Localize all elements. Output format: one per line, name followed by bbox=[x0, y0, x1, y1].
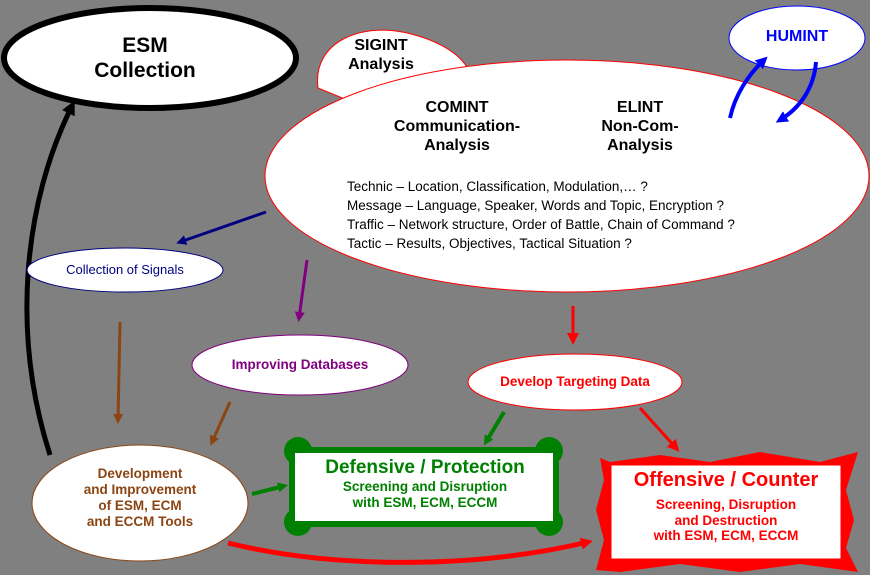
offensive-line2: and Destruction bbox=[674, 512, 778, 528]
humint-arrow-up bbox=[728, 56, 768, 119]
comint-line2: Communication- bbox=[393, 117, 521, 135]
humint-arrow-down bbox=[775, 61, 818, 123]
offensive-label: Offensive / Counter Screening, Disruptio… bbox=[612, 469, 840, 544]
arrow-databases-to-development bbox=[209, 401, 232, 446]
esm-collection-ellipse bbox=[1, 5, 299, 111]
develop-targeting-ellipse bbox=[467, 353, 683, 411]
elint-line3: Analysis bbox=[607, 136, 673, 154]
offensive-title: Offensive / Counter bbox=[633, 469, 819, 491]
elint-label: ELINT Non-Com- Analysis bbox=[585, 99, 695, 156]
analysis-line-message: Message – Language, Speaker, Words and T… bbox=[347, 198, 724, 213]
sigint-label: SIGINT Analysis bbox=[336, 37, 426, 75]
arrow-development-to-offensive bbox=[227, 537, 593, 565]
analysis-line-tactic: Tactic – Results, Objectives, Tactical S… bbox=[347, 236, 632, 251]
offensive-line1: Screening, Disruption bbox=[655, 496, 797, 512]
sigint-line2: Analysis bbox=[348, 55, 414, 73]
collection-of-signals-label: Collection of Signals bbox=[66, 262, 184, 277]
arrow-collection-to-development bbox=[113, 321, 124, 424]
collection-of-signals-ellipse bbox=[26, 247, 224, 293]
arrow-targeting-to-defensive bbox=[483, 410, 506, 446]
sigint-line1: SIGINT bbox=[354, 37, 408, 54]
comint-line1: COMINT bbox=[425, 99, 489, 116]
arrow-development-to-defensive bbox=[251, 482, 288, 496]
development-line4: and ECCM Tools bbox=[86, 513, 194, 529]
elint-line2: Non-Com- bbox=[601, 117, 679, 135]
defensive-title: Defensive / Protection bbox=[325, 457, 525, 478]
develop-targeting-label: Develop Targeting Data bbox=[500, 374, 650, 389]
offensive-box bbox=[608, 462, 844, 562]
defensive-label: Defensive / Protection Screening and Dis… bbox=[294, 457, 556, 511]
analysis-list: Technic – Location, Classification, Modu… bbox=[347, 177, 735, 253]
defensive-box-shape bbox=[284, 437, 563, 536]
elint-line1: ELINT bbox=[616, 99, 664, 116]
humint-ellipse bbox=[728, 5, 866, 71]
comint-line3: Analysis bbox=[424, 136, 490, 154]
analysis-ellipse bbox=[264, 59, 870, 293]
development-ellipse bbox=[31, 444, 249, 562]
defensive-line2: with ESM, ECM, ECCM bbox=[352, 495, 498, 511]
esm-line1: ESM bbox=[122, 34, 168, 57]
arrow-to-databases bbox=[294, 259, 309, 322]
development-label: Development and Improvement of ESM, ECM … bbox=[60, 466, 220, 530]
humint-label: HUMINT bbox=[765, 28, 829, 45]
improving-databases-label: Improving Databases bbox=[231, 357, 369, 372]
arrow-to-collection bbox=[176, 210, 267, 245]
offensive-line3: with ESM, ECM, ECCM bbox=[653, 528, 799, 544]
improving-databases-ellipse bbox=[191, 334, 409, 396]
development-line2: and Improvement bbox=[83, 481, 197, 497]
esm-collection-label: ESM Collection bbox=[45, 34, 245, 84]
analysis-line-traffic: Traffic – Network structure, Order of Ba… bbox=[347, 217, 735, 232]
development-line1: Development bbox=[97, 466, 183, 481]
defensive-line1: Screening and Disruption bbox=[342, 479, 508, 495]
analysis-line-technic: Technic – Location, Classification, Modu… bbox=[347, 179, 648, 194]
esm-line2: Collection bbox=[94, 58, 196, 82]
arrow-targeting-to-offensive bbox=[638, 406, 680, 452]
comint-label: COMINT Communication- Analysis bbox=[372, 99, 542, 156]
development-line3: of ESM, ECM bbox=[98, 497, 182, 513]
